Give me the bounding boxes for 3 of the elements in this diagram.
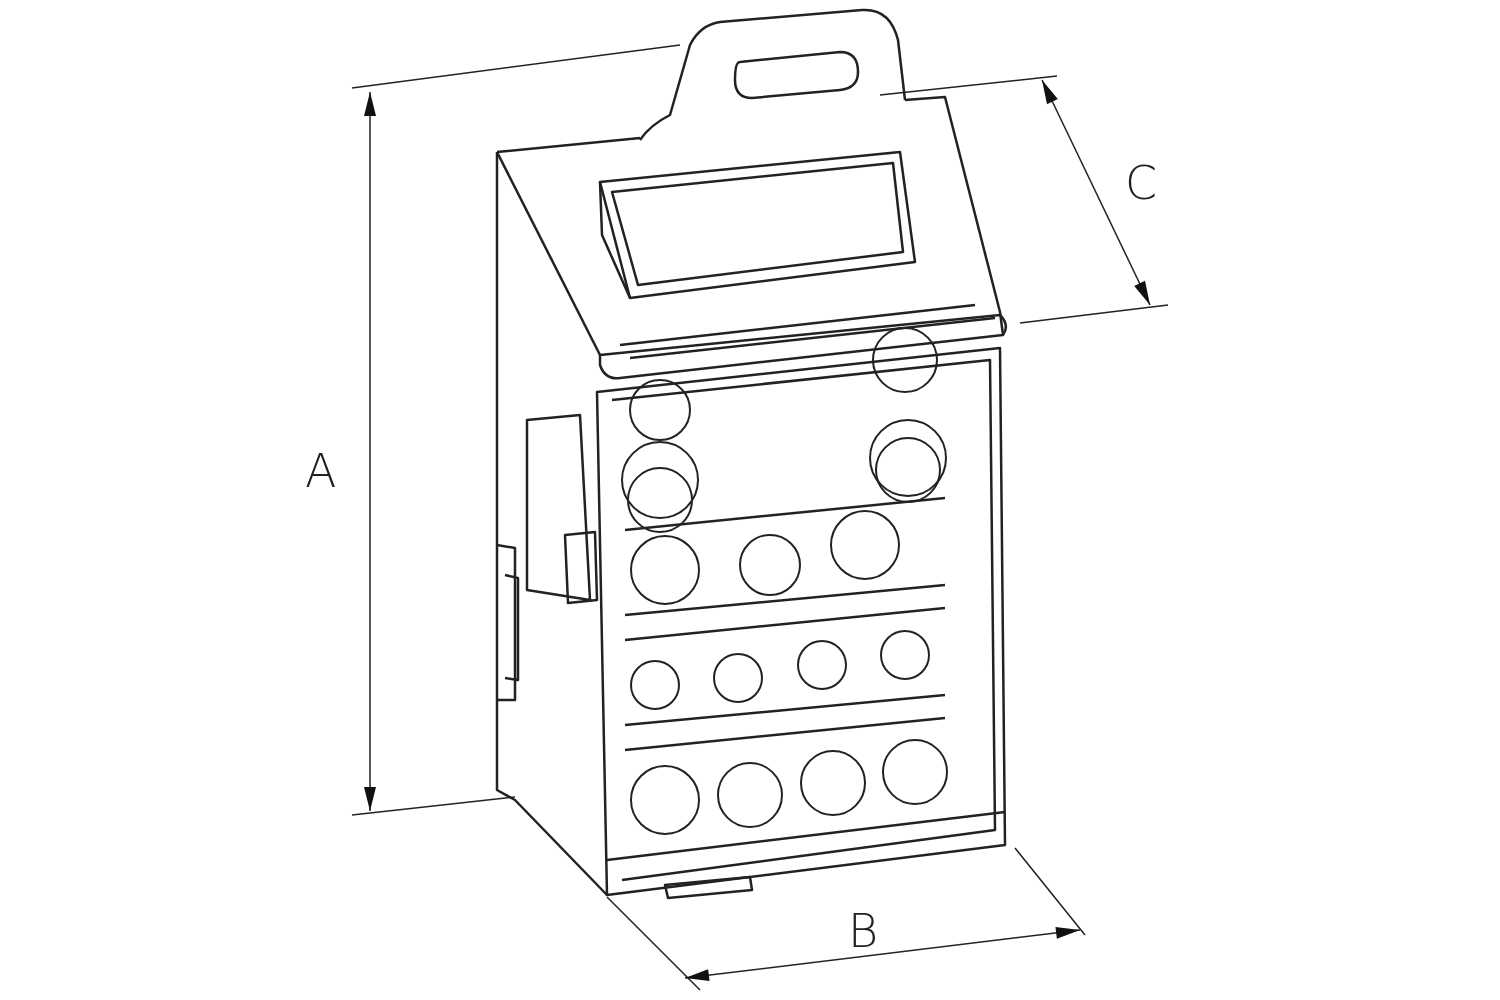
dimension-label: B [848,908,879,954]
dimension-label: A [305,448,337,494]
dimension-label: C [1125,160,1158,206]
